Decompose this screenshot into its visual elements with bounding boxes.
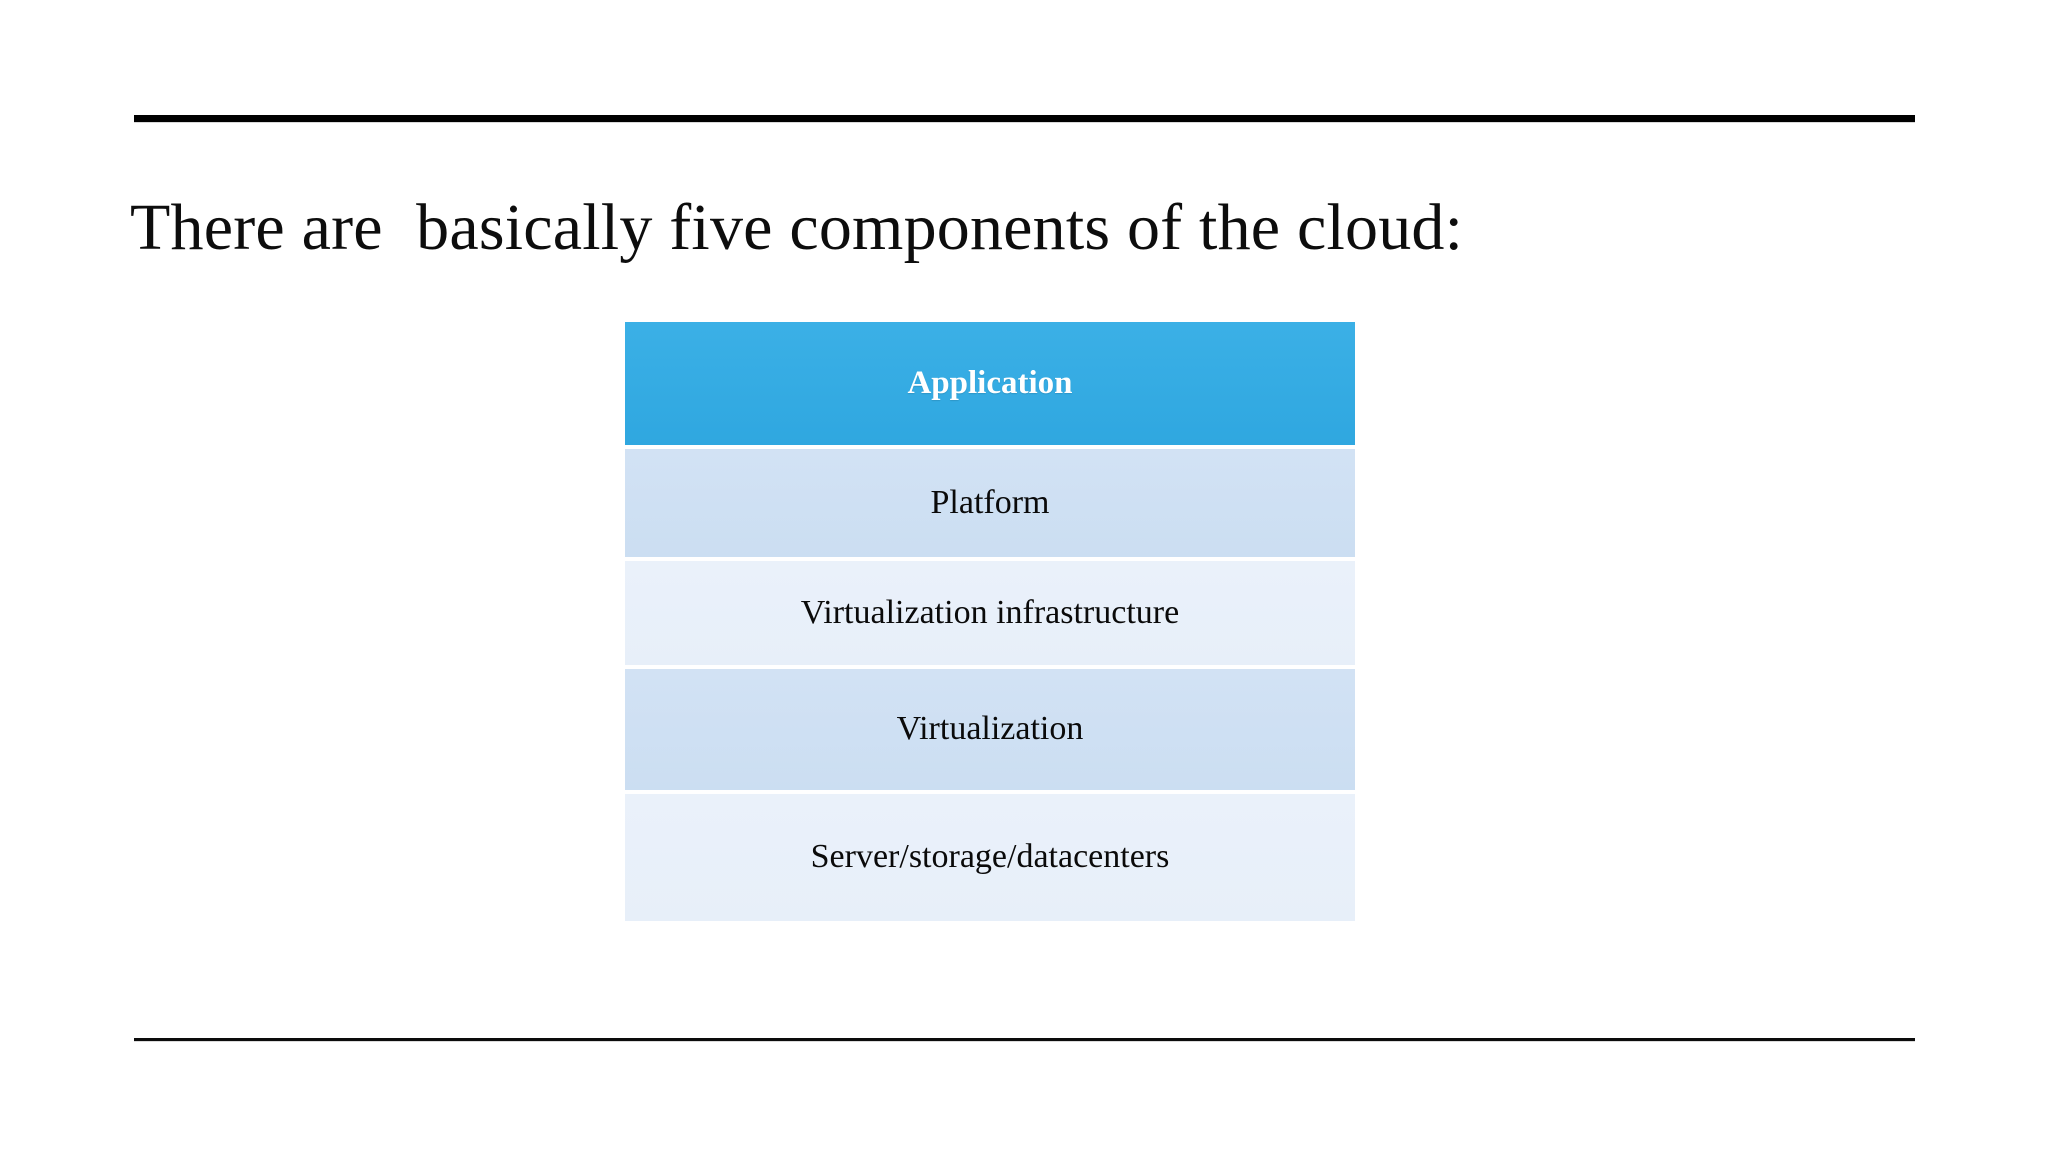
stack-layer-label-application: Application <box>907 364 1073 401</box>
stack-layer-platform[interactable]: Platform <box>625 449 1355 557</box>
stack-layer-label-platform: Platform <box>930 483 1050 521</box>
cloud-components-stack-diagram: Application Platform Virtualization infr… <box>625 322 1355 921</box>
stack-layer-virtualization-infrastructure[interactable]: Virtualization infrastructure <box>625 561 1355 665</box>
stack-layer-label-virtualization: Virtualization <box>896 710 1084 748</box>
page-title: There are basically five components of t… <box>130 191 1464 265</box>
stack-layer-application[interactable]: Application <box>625 322 1355 445</box>
stack-layer-virtualization[interactable]: Virtualization <box>625 669 1355 790</box>
stack-layer-label-virtualization-infrastructure: Virtualization infrastructure <box>800 593 1180 631</box>
slide-bottom-divider <box>134 1038 1915 1041</box>
title-top-divider <box>134 115 1915 122</box>
stack-layer-server-storage-datacenters[interactable]: Server/storage/datacenters <box>625 794 1355 921</box>
stack-layer-label-server-storage-datacenters: Server/storage/datacenters <box>810 838 1170 876</box>
